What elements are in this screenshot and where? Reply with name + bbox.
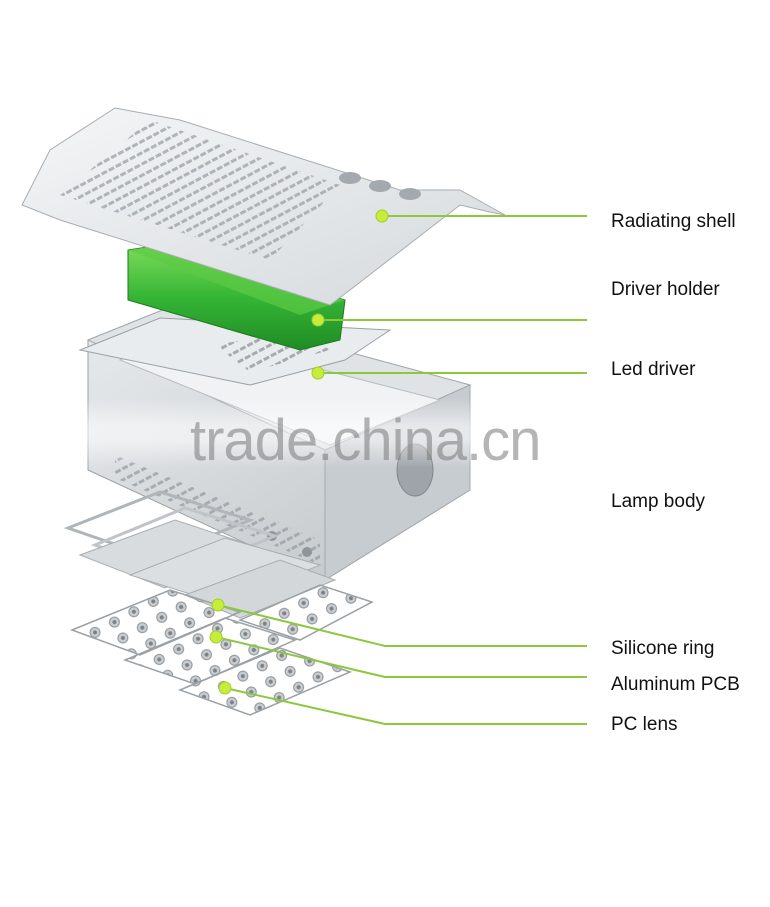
label-lamp-body: Lamp body bbox=[611, 491, 706, 512]
dot-led-driver bbox=[311, 366, 325, 380]
radiating-shell-part bbox=[21, 107, 506, 306]
leader-pc-lens bbox=[224, 687, 587, 725]
label-radiating-shell: Radiating shell bbox=[611, 211, 736, 232]
leader-aluminum-pcb bbox=[215, 636, 587, 678]
label-aluminum-pcb: Aluminum PCB bbox=[611, 674, 740, 695]
label-silicone-ring: Silicone ring bbox=[611, 638, 715, 659]
leader-dots bbox=[209, 209, 389, 695]
leader-lines bbox=[215, 215, 587, 725]
dot-aluminum-pcb bbox=[209, 630, 223, 644]
dot-silicone-ring bbox=[211, 598, 225, 612]
watermark-text: trade.china.cn bbox=[190, 408, 541, 473]
leader-silicone-ring bbox=[217, 604, 587, 647]
label-led-driver: Led driver bbox=[611, 359, 696, 380]
dot-driver-holder bbox=[311, 313, 325, 327]
dot-pc-lens bbox=[218, 681, 232, 695]
watermark-band bbox=[0, 398, 770, 468]
label-driver-holder: Driver holder bbox=[611, 279, 720, 300]
label-pc-lens: PC lens bbox=[611, 714, 678, 735]
pc-lens-part bbox=[69, 584, 374, 716]
dot-radiating-shell bbox=[375, 209, 389, 223]
